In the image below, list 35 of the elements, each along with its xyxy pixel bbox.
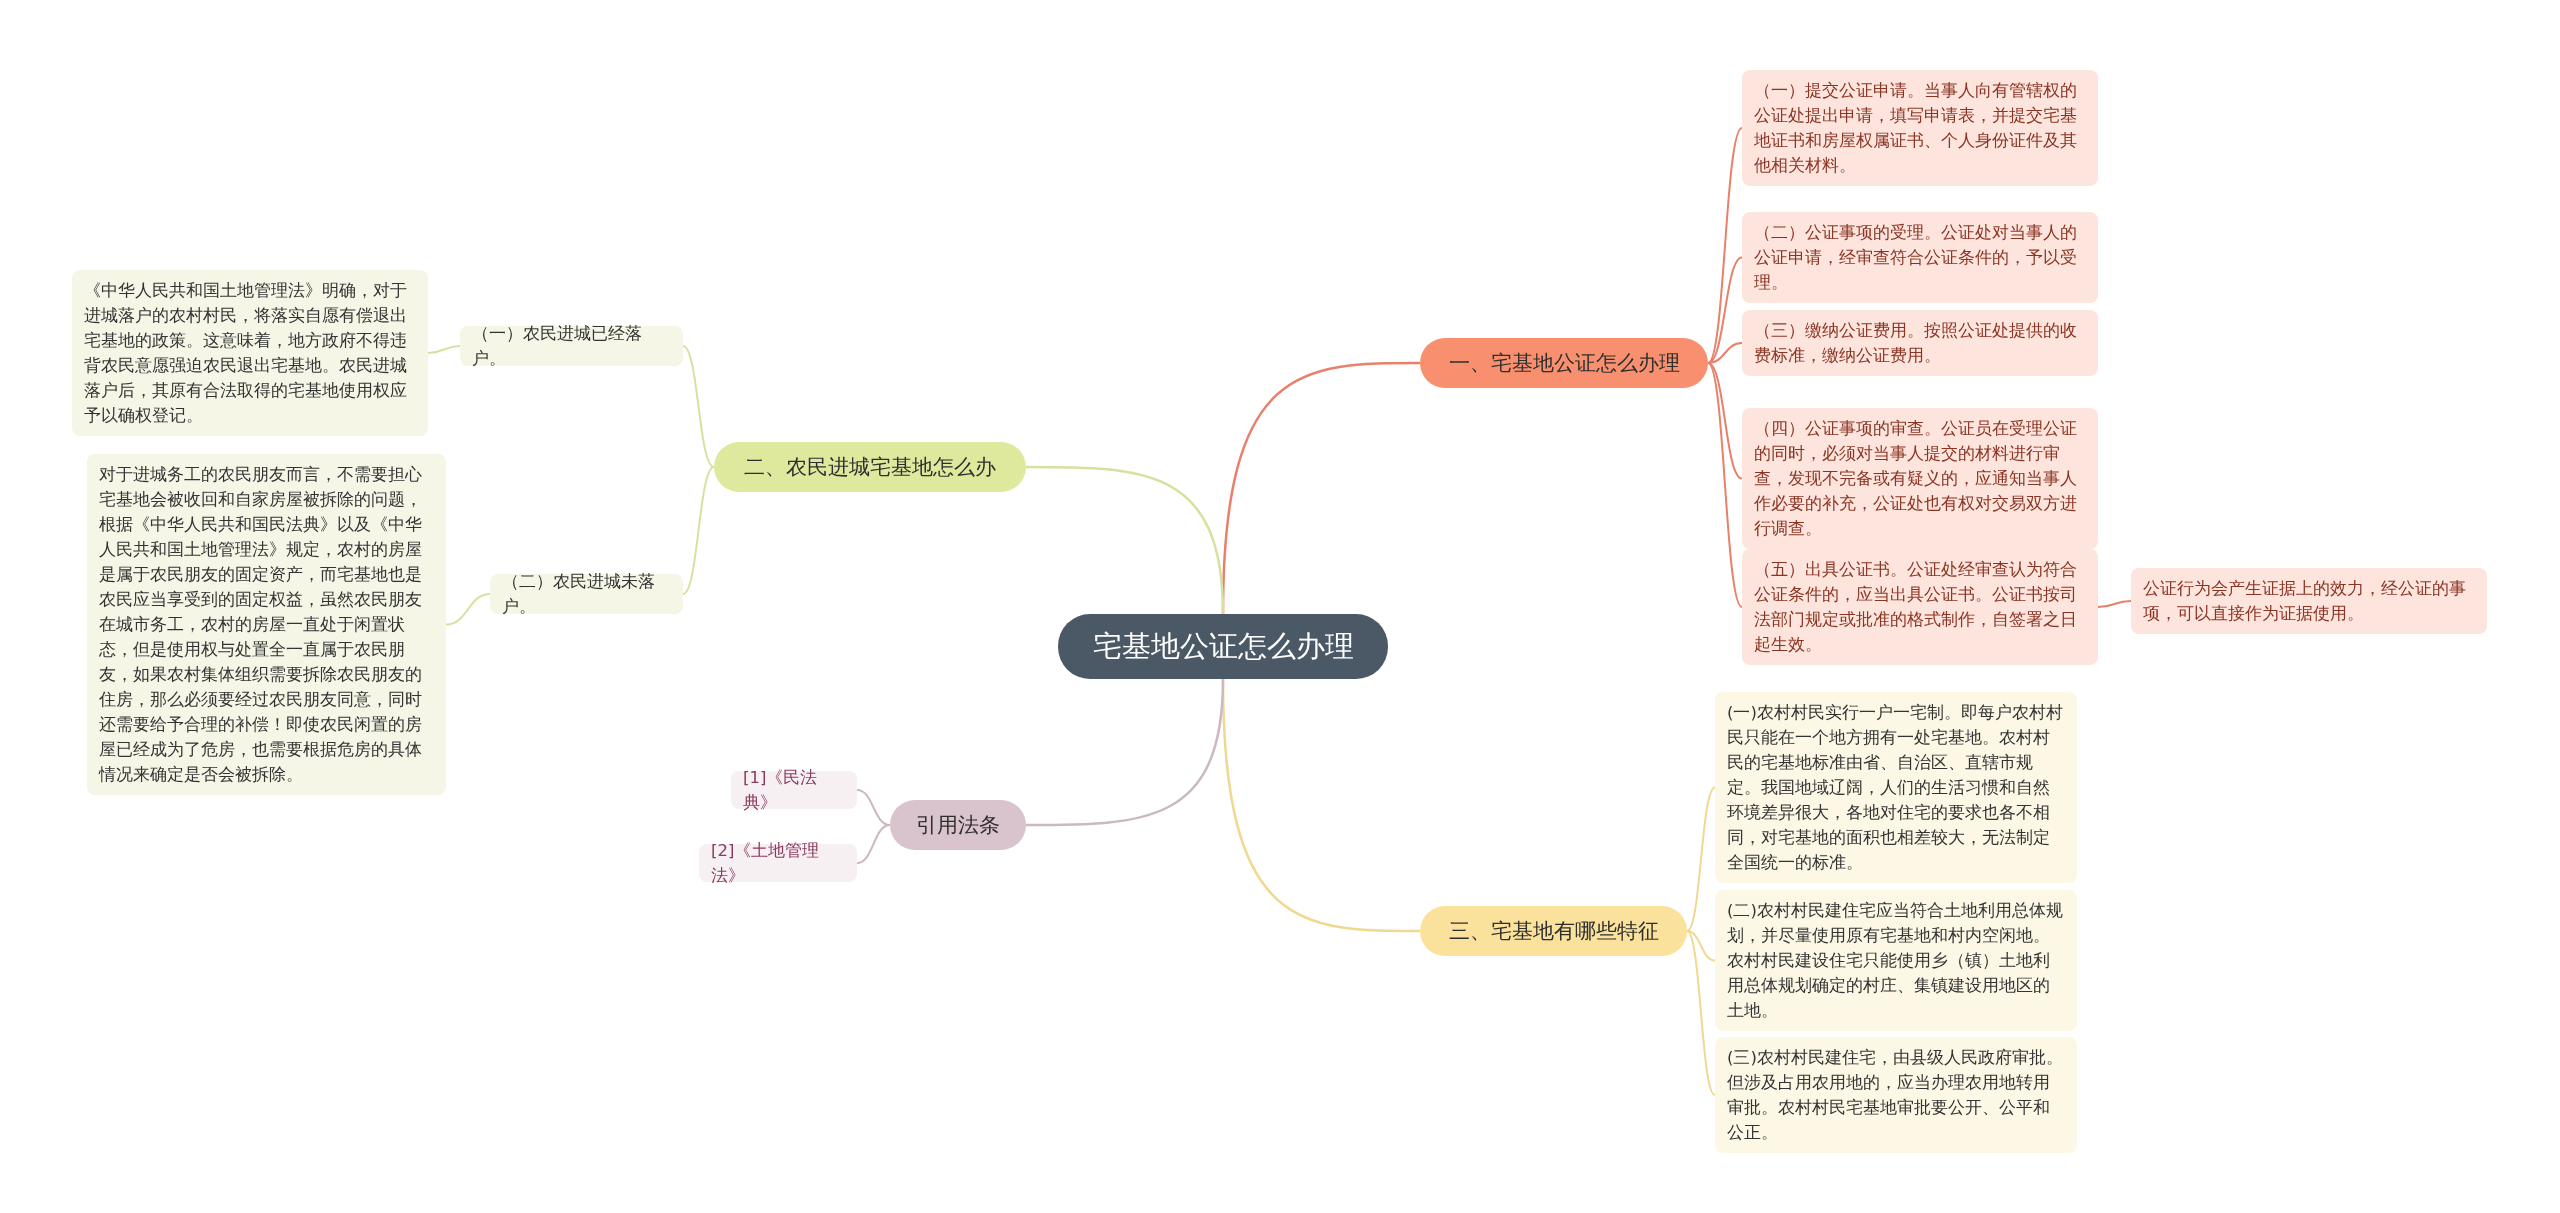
subtopic-box: (三)农村村民建住宅，由县级人民政府审批。但涉及占用农用地的，应当办理农用地转用审批。农村村民宅基地审批要公开、公平和公正。 <box>1715 1037 2077 1153</box>
connector <box>1686 930 1716 1096</box>
subtopic-box: （三）缴纳公证费用。按照公证处提供的收费标准，缴纳公证费用。 <box>1742 310 2098 376</box>
branch-topic: 一、宅基地公证怎么办理 <box>1420 338 1708 388</box>
branch-topic: 引用法条 <box>890 800 1026 850</box>
detail-box: 对于进城务工的农民朋友而言，不需要担心宅基地会被收回和自家房屋被拆除的问题，根据《中华人民共和国民法典》以及《中华人民共和国土地管理法》规定，农村的房屋是属于农民朋友的固定资产，而宅基地也是农民应当享受到的固定权益，虽然农民朋友在城市务工，农村的房屋一直处于闲置状态，但是使用权与处置全一直属于农民朋友，如果农村集体组织需要拆除农民朋友的住房，那么必须要经过农民朋友同意，同时还需要给予合理的补偿！即使农民闲置的房屋已经成为了危房，也需要根据危房的具体情况来确定是否会被拆除。 <box>87 454 446 795</box>
connector <box>856 824 891 864</box>
subtopic-box: （一）农民进城已经落户。 <box>460 326 683 366</box>
connector <box>1686 930 1716 962</box>
connector <box>682 466 715 595</box>
detail-box: 《中华人民共和国土地管理法》明确，对于进城落户的农村村民，将落实自愿有偿退出宅基地的政策。这意味着，地方政府不得违背农民意愿强迫农民退出宅基地。农民进城落户后，其原有合法取得的宅基地使用权应予以确权登记。 <box>72 270 428 436</box>
connector <box>1026 465 1225 615</box>
connector <box>1707 127 1743 364</box>
subtopic-box: (一)农村村民实行一户一宅制。即每户农村村民只能在一个地方拥有一处宅基地。农村村民的宅基地标准由省、自治区、直辖市规定。我国地域辽阔，人们的生活习惯和自然环境差异很大，各地对住宅的要求也各不相同，对宅基地的面积也相差较大，无法制定全国统一的标准。 <box>1715 692 2077 883</box>
connector <box>1707 256 1743 364</box>
connector <box>1707 362 1743 608</box>
subtopic-box: （一）提交公证申请。当事人向有管辖权的公证处提出申请，填写申请表，并提交宅基地证书和房屋权属证书、个人身份证件及其他相关材料。 <box>1742 70 2098 186</box>
connector <box>682 345 715 468</box>
note-box: 公证行为会产生证据上的效力，经公证的事项，可以直接作为证据使用。 <box>2131 568 2487 634</box>
subtopic-box: （五）出具公证书。公证处经审查认为符合公证条件的，应当出具公证书。公证书按司法部门规定或批准的格式制作，自签署之日起生效。 <box>1742 549 2098 665</box>
central-topic: 宅基地公证怎么办理 <box>1058 614 1388 679</box>
citation-box: [2]《土地管理法》 <box>699 844 857 882</box>
connector <box>2097 600 2132 608</box>
subtopic-box: （二）农民进城未落户。 <box>490 574 683 614</box>
connector <box>427 345 461 354</box>
citation-box: [1]《民法典》 <box>731 771 857 809</box>
connector <box>445 593 491 626</box>
branch-topic: 三、宅基地有哪些特征 <box>1420 906 1687 956</box>
connector <box>1686 786 1716 932</box>
subtopic-box: （四）公证事项的审查。公证员在受理公证的同时，必须对当事人提交的材料进行审查，发现不完备或有疑义的，应通知当事人作必要的补充，公证处也有权对交易双方进行调查。 <box>1742 408 2098 549</box>
branch-topic: 二、农民进城宅基地怎么办 <box>714 442 1026 492</box>
subtopic-box: （二）公证事项的受理。公证处对当事人的公证申请，经审查符合公证条件的，予以受理。 <box>1742 212 2098 303</box>
subtopic-box: (二)农村村民建住宅应当符合土地利用总体规划，并尽量使用原有宅基地和村内空闲地。农村村民建设住宅只能使用乡（镇）土地利用总体规划确定的村庄、集镇建设用地区的土地。 <box>1715 890 2077 1031</box>
connector <box>1026 678 1225 827</box>
connector <box>1707 362 1743 480</box>
